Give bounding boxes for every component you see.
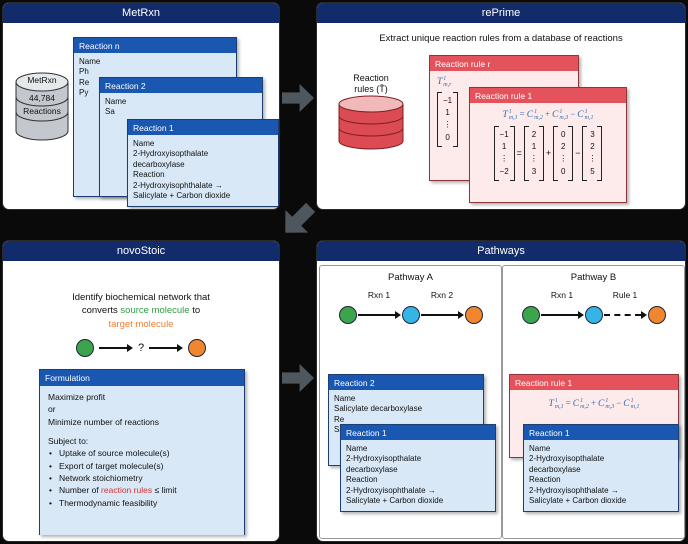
intro-line2-pre: converts — [81, 305, 121, 317]
panel-reprime-header: rePrime — [317, 3, 685, 23]
constraint-item-uptake: Uptake of source molecule(s) — [48, 447, 236, 460]
reaction-1-card-title: Reaction 1 — [524, 425, 678, 440]
source-molecule-node — [521, 306, 540, 324]
pathway-a-step2-label: Rxn 2 — [430, 290, 454, 300]
database-cylinder-graphic — [15, 72, 69, 141]
pathway-b-box: Pathway B Rxn 1 Rule 1 Reaction rule 1 T… — [502, 265, 685, 539]
forward-arrow-icon — [98, 343, 133, 353]
target-molecule-text: target molecule — [108, 318, 174, 330]
target-molecule-node — [464, 306, 483, 324]
intermediate-molecule-node — [401, 306, 420, 324]
forward-arrow-icon — [540, 310, 584, 320]
source-molecule-node — [75, 339, 94, 357]
panel-pathways: Pathways Pathway A Rxn 1 Rxn 2 Reaction … — [316, 240, 686, 542]
pathway-b-step2-label: Rule 1 — [612, 290, 638, 300]
metrxn-db-name: MetRxn — [27, 75, 57, 85]
pathway-b-diagram: Rxn 1 Rule 1 — [521, 290, 666, 336]
pathway-a-step1-label: Rxn 1 — [367, 290, 391, 300]
panel-pathways-header: Pathways — [317, 241, 685, 261]
flow-arrow-metrxn-to-reprime — [282, 84, 314, 112]
constraint-item-export: Export of target molecule(s) — [48, 460, 236, 473]
forward-arrow-icon — [420, 310, 464, 320]
reaction-2-card-title: Reaction 2 — [329, 375, 483, 390]
constraints-list: Uptake of source molecule(s) Export of t… — [48, 447, 236, 509]
flow-arrow-novostoic-to-pathways — [282, 364, 314, 392]
reprime-subtitle: Extract unique reaction rules from a dat… — [379, 33, 623, 44]
reaction-n-card-title: Reaction n — [74, 38, 236, 53]
metrxn-db-unit: Reactions — [23, 106, 61, 116]
forward-arrow-icon — [149, 343, 184, 353]
metrxn-database-icon: MetRxn 44,784 Reactions — [13, 71, 71, 143]
reaction-1-card-title: Reaction 1 — [128, 120, 278, 135]
source-molecule-text: source molecule — [120, 305, 190, 317]
matrix-equals-operator: = — [516, 147, 522, 158]
constraint-item-thermodynamic: Thermodynamic feasibility — [48, 497, 236, 510]
panel-metrxn-header: MetRxn — [3, 3, 279, 23]
reaction-2-card-title: Reaction 2 — [100, 78, 262, 93]
panel-metrxn-title: MetRxn — [122, 7, 160, 19]
constraint-item-rules-limit: Number of reaction rules ≤ limit — [48, 484, 236, 497]
subject-to-label: Subject to: — [48, 435, 89, 446]
panel-novostoic-header: novoStoic — [3, 241, 279, 261]
unknown-network-question-mark: ? — [137, 342, 145, 354]
forward-arrow-icon — [357, 310, 401, 320]
source-molecule-node — [338, 306, 357, 324]
pathway-a-title: Pathway A — [388, 272, 433, 283]
panel-reprime-title: rePrime — [481, 7, 521, 19]
rules-db-label-line2: rules (T̄) — [354, 83, 388, 94]
panel-reprime: rePrime Extract unique reaction rules fr… — [316, 2, 686, 210]
dashed-rule-arrow-icon — [603, 310, 647, 320]
panel-novostoic-title: novoStoic — [116, 245, 166, 257]
flow-arrow-reprime-to-novostoic — [274, 196, 322, 244]
novostoic-description: Identify biochemical network that conver… — [3, 291, 279, 331]
panel-novostoic: novoStoic Identify biochemical network t… — [2, 240, 280, 542]
reaction-1-card-title: Reaction 1 — [341, 425, 495, 440]
matrix-minus-operator: − — [575, 147, 581, 158]
metrxn-db-count: 44,784 — [29, 93, 55, 103]
reaction-rule-1-card-title: Reaction rule 1 — [470, 88, 626, 103]
reaction-rules-database-icon: Reaction rules (T̄) — [335, 73, 407, 153]
pathway-a-diagram: Rxn 1 Rxn 2 — [338, 290, 483, 336]
database-cylinder-graphic — [338, 95, 404, 150]
reaction-rules-emphasis: reaction rules — [101, 485, 153, 496]
intro-line2-post: to — [189, 305, 201, 317]
constraint-item-stoichiometry: Network stoichiometry — [48, 472, 236, 485]
rules-db-label-line1: Reaction — [353, 73, 389, 83]
panel-metrxn: MetRxn MetRxn 44,784 Reactions Reaction … — [2, 2, 280, 210]
panel-pathways-title: Pathways — [477, 245, 525, 257]
reaction-rule-1-card-title: Reaction rule 1 — [510, 375, 678, 390]
target-molecule-node — [188, 339, 207, 357]
pathway-b-title: Pathway B — [570, 272, 617, 283]
intermediate-molecule-node — [584, 306, 603, 324]
reaction-rule-r-card-title: Reaction rule r — [430, 56, 578, 71]
intro-line1: Identify biochemical network that — [72, 292, 210, 303]
source-to-target-diagram: ? — [3, 339, 279, 357]
matrix-plus-operator: + — [545, 147, 552, 158]
pathway-b-step1-label: Rxn 1 — [550, 290, 574, 300]
formulation-card-title: Formulation — [40, 370, 244, 386]
spacer — [48, 428, 236, 435]
target-molecule-node — [647, 306, 666, 324]
